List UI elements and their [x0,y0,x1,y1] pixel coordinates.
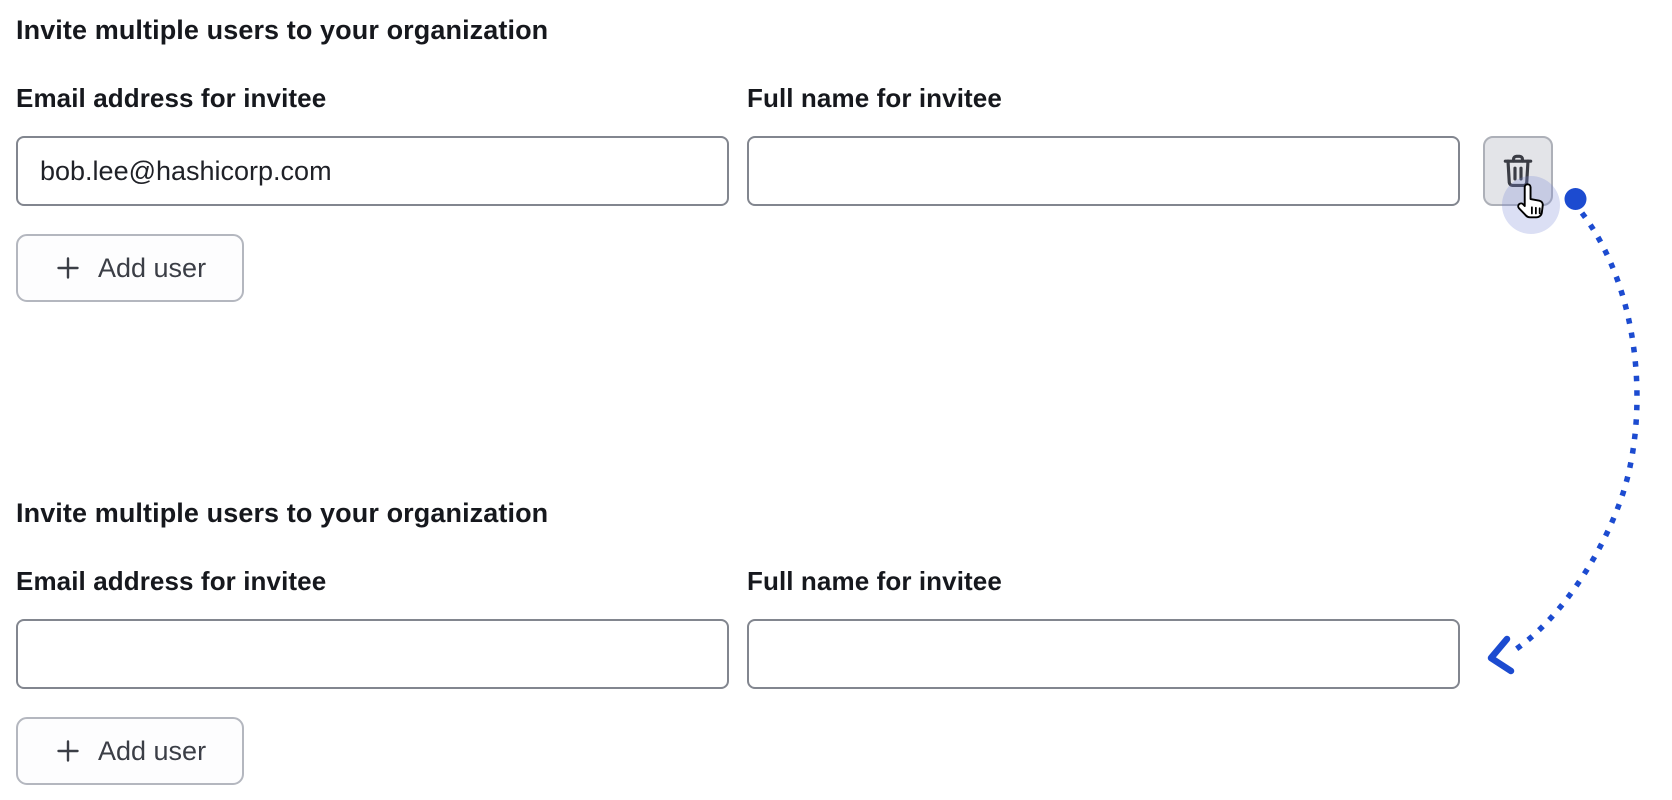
invitee-row: Email address for invitee Full name for … [16,565,1553,689]
trash-icon [1503,154,1533,187]
invitee-row: Email address for invitee Full name for … [16,82,1553,206]
plus-icon [57,740,79,762]
add-user-button[interactable]: Add user [16,234,245,302]
full-name-label: Full name for invitee [747,566,1002,596]
add-user-label: Add user [98,735,207,766]
section-heading: Invite multiple users to your organizati… [16,498,549,528]
add-user-button[interactable]: Add user [16,717,245,785]
add-user-label: Add user [98,252,207,283]
full-name-input[interactable] [747,136,1460,206]
full-name-field-group: Full name for invitee [747,565,1460,689]
email-field-group: Email address for invitee [16,565,729,689]
full-name-field-group: Full name for invitee [747,82,1460,206]
email-label: Email address for invitee [16,83,327,113]
full-name-label: Full name for invitee [747,83,1002,113]
invite-form-after: Invite multiple users to your organizati… [16,496,1553,785]
section-heading: Invite multiple users to your organizati… [16,15,549,45]
invite-form-before: Invite multiple users to your organizati… [16,13,1553,302]
email-input[interactable] [16,619,729,689]
email-field-group: Email address for invitee [16,82,729,206]
full-name-input[interactable] [747,619,1460,689]
email-input[interactable] [16,136,729,206]
delete-user-button[interactable] [1483,136,1553,206]
plus-icon [57,257,79,279]
email-label: Email address for invitee [16,566,327,596]
